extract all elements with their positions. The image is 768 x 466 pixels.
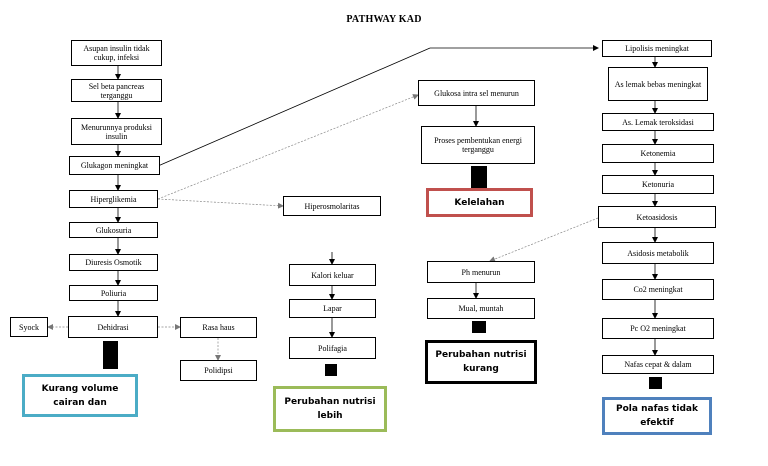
node-lapar: Lapar (289, 299, 376, 318)
node-pco2-meningkat: Pc O2 meningkat (602, 318, 714, 339)
node-dehidrasi: Dehidrasi (68, 316, 158, 338)
marker-bar-volume (103, 341, 118, 369)
node-co2-meningkat: Co2 meningkat (602, 279, 714, 300)
node-mual-muntah: Mual, muntah (427, 298, 535, 319)
node-ketonemia: Ketonemia (602, 144, 714, 163)
marker-bar-kelelahan (471, 166, 487, 188)
node-lipolisis: Lipolisis meningkat (602, 40, 712, 57)
node-glukosuria: Glukosuria (69, 222, 158, 238)
node-ketoasidosis: Ketoasidosis (598, 206, 716, 228)
node-asupan-insulin: Asupan insulin tidak cukup, infeksi (71, 40, 162, 66)
page-title: PATHWAY KAD (346, 14, 422, 25)
node-kalori-keluar: Kalori keluar (289, 264, 376, 286)
diagnosis-kelelahan: Kelelahan (426, 188, 533, 217)
node-glukosa-intra-sel: Glukosa intra sel menurun (418, 80, 535, 106)
node-polidipsi: Polidipsi (180, 360, 257, 381)
diagnosis-kurang-volume: Kurang volume cairan dan (22, 374, 138, 417)
node-hiperosmolaritas: Hiperosmolaritas (283, 196, 381, 216)
node-hiperglikemia: Hiperglikemia (69, 190, 158, 208)
node-diuresis: Diuresis Osmotik (69, 254, 158, 271)
node-nafas-cepat: Nafas cepat & dalam (602, 355, 714, 374)
node-polifagia: Polifagia (289, 337, 376, 359)
marker-bar-nafas (649, 377, 662, 389)
node-ph-menurun: Ph menurun (427, 261, 535, 283)
node-proses-energi: Proses pembentukan energi terganggu (421, 126, 535, 164)
node-menurunnya-produksi: Menurunnya produksi insulin (71, 118, 162, 145)
node-glukagon: Glukagon meningkat (69, 156, 160, 175)
node-as-lemak-bebas: As lemak bebas meningkat (608, 67, 708, 101)
node-as-lemak-teroksidasi: As. Lemak teroksidasi (602, 113, 714, 131)
node-asidosis-metabolik: Asidosis metabolik (602, 242, 714, 264)
node-ketonuria: Ketonuria (602, 175, 714, 194)
diagnosis-nutrisi-kurang: Perubahan nutrisi kurang (425, 340, 537, 384)
marker-bar-nutrisi-lebih (325, 364, 337, 376)
marker-bar-nutrisi-kurang (472, 321, 486, 333)
node-syock: Syock (10, 317, 48, 337)
node-sel-beta: Sel beta pancreas terganggu (71, 79, 162, 102)
node-poliuria: Poliuria (69, 285, 158, 301)
diagnosis-pola-nafas: Pola nafas tidak efektif (602, 397, 712, 435)
diagnosis-nutrisi-lebih: Perubahan nutrisi lebih (273, 386, 387, 432)
node-rasa-haus: Rasa haus (180, 317, 257, 338)
